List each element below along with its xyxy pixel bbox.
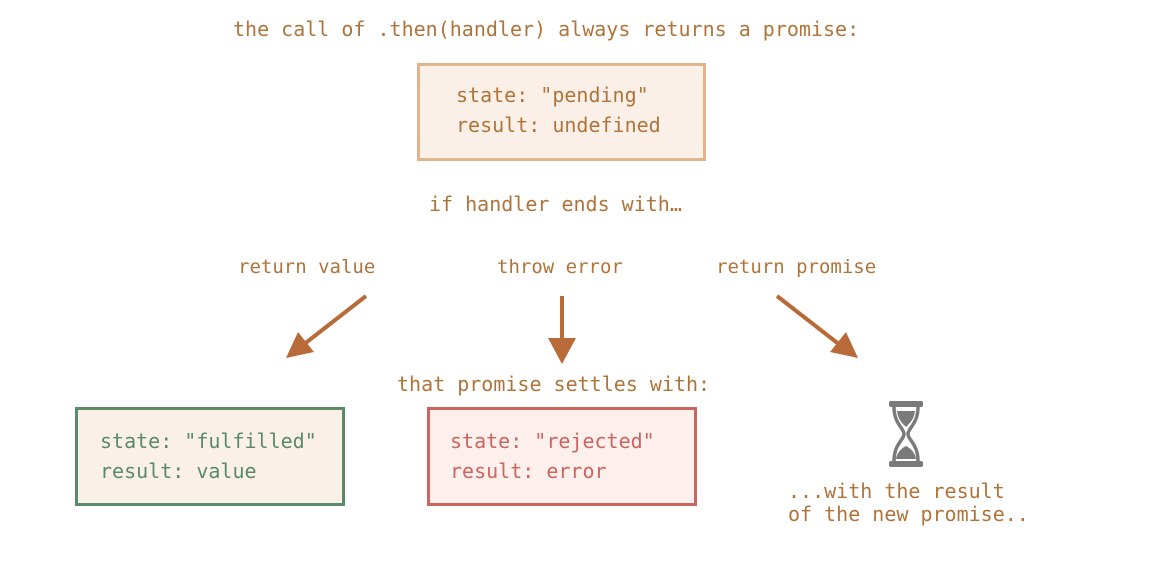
- branch-throw-error-label: throw error: [497, 256, 623, 278]
- rejected-state-text: state: "rejected": [450, 429, 655, 453]
- arrow-throw-error-head: [548, 338, 576, 364]
- arrow-return-promise: [775, 294, 842, 347]
- pending-promise-box: state: "pending" result: undefined: [417, 63, 706, 161]
- branch-return-value-label: return value: [238, 256, 376, 278]
- pending-result-text: result: undefined: [456, 113, 661, 137]
- arrow-return-value-head: [286, 332, 314, 358]
- settles-label: that promise settles with:: [397, 372, 711, 396]
- rejected-promise-box: state: "rejected" result: error: [427, 407, 697, 506]
- arrow-return-promise-head: [830, 332, 858, 358]
- condition-label: if handler ends with…: [429, 192, 682, 216]
- new-promise-line-2: of the new promise..: [788, 502, 1029, 526]
- fulfilled-promise-box: state: "fulfilled" result: value: [75, 407, 345, 506]
- fulfilled-state-text: state: "fulfilled": [100, 429, 317, 453]
- pending-state-text: state: "pending": [456, 83, 649, 107]
- new-promise-line-1: ...with the result: [788, 479, 1005, 503]
- fulfilled-result-text: result: value: [100, 459, 257, 483]
- diagram-title: the call of .then(handler) always return…: [233, 17, 860, 41]
- arrow-return-value: [301, 294, 368, 347]
- rejected-result-text: result: error: [450, 459, 607, 483]
- branch-return-promise-label: return promise: [716, 256, 877, 278]
- hourglass-icon: [889, 401, 923, 467]
